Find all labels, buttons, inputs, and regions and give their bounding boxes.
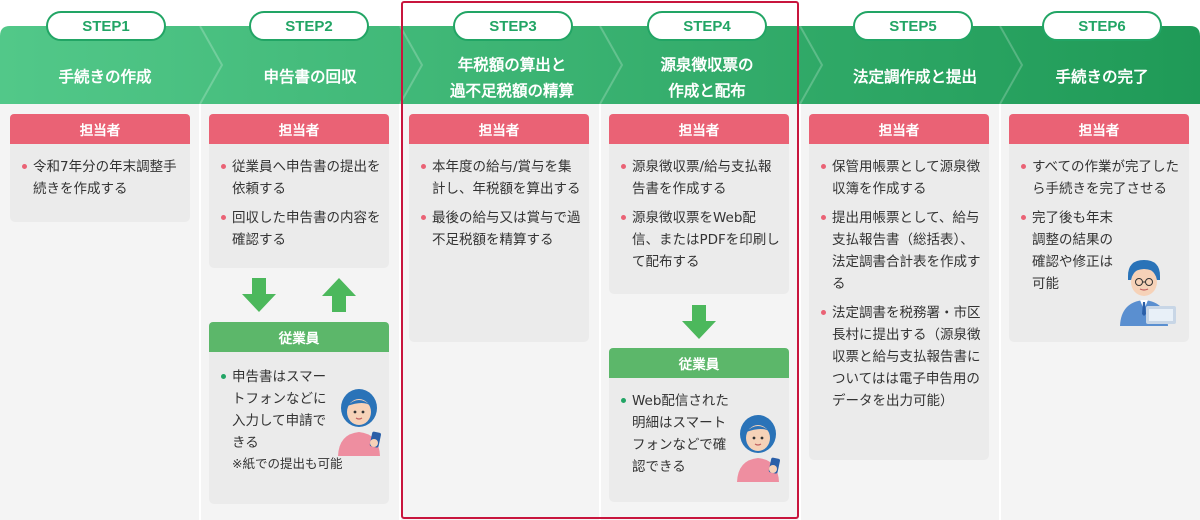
list-item: 源泉徴収票をWeb配信、またはPDFを印刷して配布する [621, 207, 781, 273]
list-item: すべての作業が完了したら手続きを完了させる [1021, 156, 1181, 200]
owner-header-step4: 担当者 [609, 114, 789, 144]
arrow-up-icon [322, 278, 356, 312]
owner-card-step2: 従業員へ申告書の提出を依頼する 回収した申告書の内容を確認する [209, 144, 389, 268]
owner-task-list-step1: 令和7年分の年末調整手続きを作成する [10, 144, 190, 200]
list-item: 回収した申告書の内容を確認する [221, 207, 381, 251]
list-item: 最後の給与又は賞与で過不足税額を精算する [421, 207, 581, 251]
owner-header-step2: 担当者 [209, 114, 389, 144]
owner-task-list-step2: 従業員へ申告書の提出を依頼する 回収した申告書の内容を確認する [209, 144, 389, 251]
step-title-3: 年税額の算出と 過不足税額の精算 [449, 56, 574, 100]
employee-task-list-step4: Web配信された明細はスマートフォンなどで確認できる [609, 378, 789, 478]
owner-task-list-step4: 源泉徴収票/給与支払報告書を作成する 源泉徴収票をWeb配信、またはPDFを印刷… [609, 144, 789, 273]
list-item: 申告書はスマートフォンなどに入力して申請できる [221, 366, 333, 454]
step-title-1: 手続きの作成 [58, 68, 152, 86]
employee-avatar-icon [737, 415, 780, 482]
employee-header-step4: 従業員 [609, 348, 789, 378]
employee-task-list-step2: 申告書はスマートフォンなどに入力して申請できる [209, 352, 389, 454]
owner-avatar-icon [1120, 260, 1176, 326]
list-item: 本年度の給与/賞与を集計し、年税額を算出する [421, 156, 581, 200]
owner-task-list-step3: 本年度の給与/賞与を集計し、年税額を算出する 最後の給与又は賞与で過不足税額を精… [409, 144, 589, 251]
owner-card-step5: 保管用帳票として源泉徴収簿を作成する 提出用帳票として、給与支払報告書（総括表）… [809, 144, 989, 460]
step-title-4: 源泉徴収票の 作成と配布 [660, 56, 754, 100]
step-badge-5: STEP5 [853, 11, 973, 41]
step-badge-6: STEP6 [1042, 11, 1162, 41]
owner-header-step1: 担当者 [10, 114, 190, 144]
list-item: 令和7年分の年末調整手続きを作成する [22, 156, 182, 200]
step-badge-2: STEP2 [249, 11, 369, 41]
step-title-6: 手続きの完了 [1055, 68, 1149, 86]
list-item: 源泉徴収票/給与支払報告書を作成する [621, 156, 781, 200]
list-item: 完了後も年末調整の結果の確認や修正は可能 [1021, 207, 1121, 295]
list-item: 従業員へ申告書の提出を依頼する [221, 156, 381, 200]
list-item: 提出用帳票として、給与支払報告書（総括表）、法定調書合計表を作成する [821, 207, 981, 295]
step-badge-1: STEP1 [46, 11, 166, 41]
step-chevron-band [0, 25, 1200, 104]
paper-submission-note: ※紙での提出も可能 [232, 456, 343, 471]
owner-card-step3: 本年度の給与/賞与を集計し、年税額を算出する 最後の給与又は賞与で過不足税額を精… [409, 144, 589, 342]
owner-task-list-step6: すべての作業が完了したら手続きを完了させる 完了後も年末調整の結果の確認や修正は… [1009, 144, 1189, 295]
owner-header-step6: 担当者 [1009, 114, 1189, 144]
step-title-2: 申告書の回収 [263, 68, 357, 86]
owner-task-list-step5: 保管用帳票として源泉徴収簿を作成する 提出用帳票として、給与支払報告書（総括表）… [809, 144, 989, 412]
owner-card-step1: 令和7年分の年末調整手続きを作成する [10, 144, 190, 222]
employee-card-step2: 申告書はスマートフォンなどに入力して申請できる ※紙での提出も可能 [209, 352, 389, 504]
step-title-5: 法定調作成と提出 [852, 68, 977, 86]
owner-header-step5: 担当者 [809, 114, 989, 144]
list-item: 法定調書を税務署・市区長村に提出する（源泉徴収票と給与支払報告書についてはは電子… [821, 302, 981, 412]
list-item: 保管用帳票として源泉徴収簿を作成する [821, 156, 981, 200]
owner-card-step4: 源泉徴収票/給与支払報告書を作成する 源泉徴収票をWeb配信、またはPDFを印刷… [609, 144, 789, 294]
arrow-down-icon [242, 278, 276, 312]
step-badge-4: STEP4 [647, 11, 767, 41]
step-badge-3: STEP3 [453, 11, 573, 41]
employee-header-step2: 従業員 [209, 322, 389, 352]
owner-header-step3: 担当者 [409, 114, 589, 144]
employee-avatar-icon [338, 389, 381, 456]
arrow-down-icon [682, 305, 716, 339]
list-item: Web配信された明細はスマートフォンなどで確認できる [621, 390, 733, 478]
